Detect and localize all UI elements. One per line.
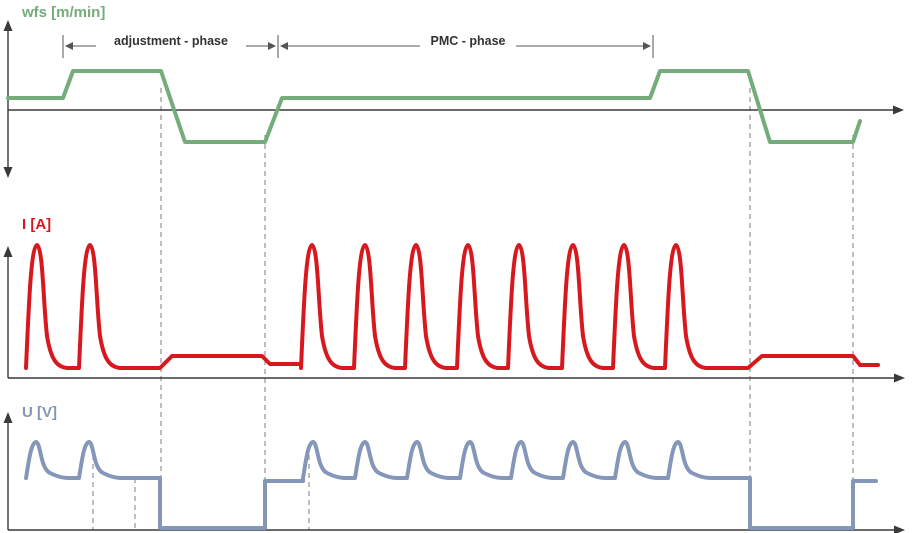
pmc-phase-marker: PMC - phase [280, 34, 654, 58]
voltage-axis-label: U [V] [22, 404, 57, 421]
adjustment-phase-marker: adjustment - phase [62, 34, 279, 58]
adjustment-phase-label: adjustment - phase [114, 34, 228, 48]
wfs-signal-line [6, 69, 862, 144]
pmc-phase-label: PMC - phase [430, 34, 505, 48]
voltage-axes [3, 412, 905, 533]
current-signal-line [24, 243, 880, 370]
phase-guide-lines [92, 88, 854, 530]
current-axis-label: I [A] [22, 216, 51, 233]
current-axes [3, 246, 905, 383]
wfs-axes [3, 20, 904, 178]
wfs-axis-label: wfs [m/min] [21, 4, 105, 21]
voltage-signal-line [24, 440, 878, 530]
